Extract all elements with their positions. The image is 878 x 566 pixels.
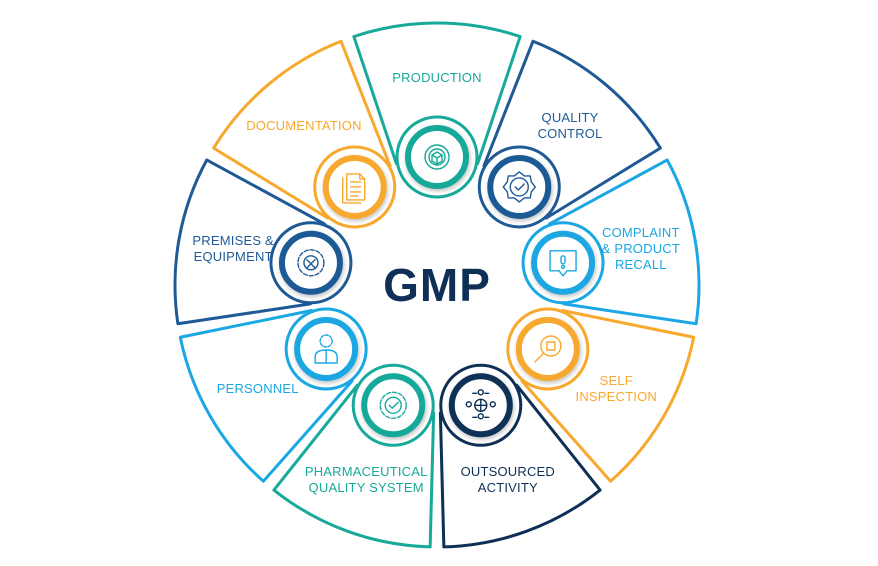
segment-outline xyxy=(352,21,522,166)
icon-ring xyxy=(405,125,469,189)
segment-label: SELF INSPECTION xyxy=(575,372,657,404)
segment-label: DOCUMENTATION xyxy=(246,118,362,134)
globe-people-icon xyxy=(465,389,496,420)
person-gear-icon xyxy=(314,334,338,364)
document-icon xyxy=(342,173,366,204)
segment-label: QUALITY CONTROL xyxy=(537,110,603,142)
icon-ring xyxy=(278,230,343,295)
segment-self xyxy=(506,307,696,483)
icon-ring xyxy=(294,317,359,381)
icon-ring xyxy=(531,230,596,295)
icon-ring xyxy=(515,317,580,381)
segment-production xyxy=(352,21,522,199)
gmp-title: GMP xyxy=(383,259,491,311)
segment-premises xyxy=(173,158,353,326)
gear-cube-icon xyxy=(424,144,450,170)
alert-chat-icon xyxy=(549,250,577,277)
segment-label: COMPLAINT & PRODUCT RECALL xyxy=(601,225,681,273)
segment-pharmaceutical xyxy=(272,363,436,549)
gear-wrench-icon xyxy=(297,249,325,277)
segment-personnel xyxy=(178,307,368,483)
segment-label: OUTSOURCED ACTIVITY xyxy=(460,463,556,495)
segment-label: PHARMACEUTICAL QUALITY SYSTEM xyxy=(304,463,428,495)
gear-check-icon xyxy=(379,391,407,419)
segment-quality xyxy=(477,39,662,229)
segment-label: PREMISES & EQUIPMENT xyxy=(192,233,274,265)
magnifier-box-icon xyxy=(534,335,562,363)
segment-outsourced xyxy=(438,363,602,549)
badge-check-icon xyxy=(502,171,536,203)
segment-label: PRODUCTION xyxy=(392,70,482,85)
segment-label: PERSONNEL xyxy=(216,380,299,396)
icon-ring xyxy=(487,154,552,219)
segment-complaint xyxy=(521,158,701,326)
segment-documentation xyxy=(212,39,397,229)
icon-ring xyxy=(361,373,426,438)
